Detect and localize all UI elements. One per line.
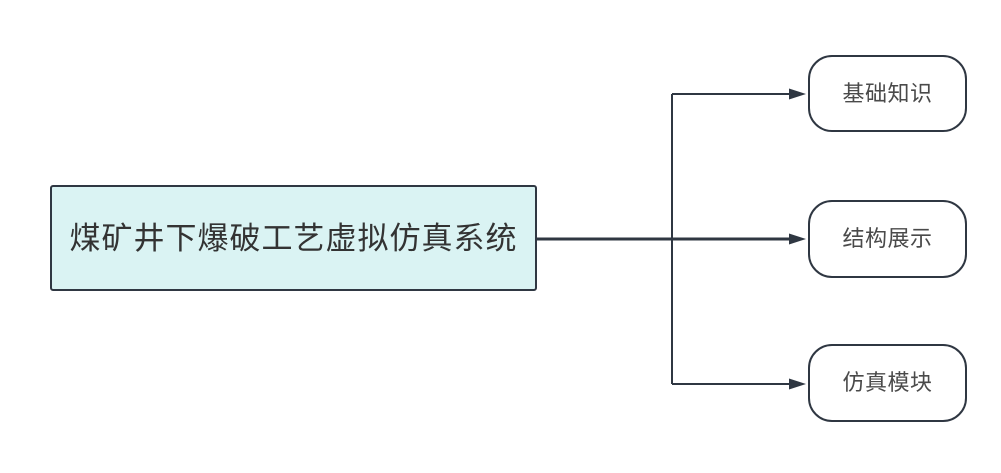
node-structure-display: 结构展示: [808, 200, 967, 278]
arrowhead-top-icon: [789, 88, 806, 100]
arrowhead-bottom-icon: [789, 378, 806, 390]
node-simulation-module: 仿真模块: [808, 344, 967, 422]
node-structure-display-label: 结构展示: [842, 226, 933, 251]
arrowhead-middle-icon: [789, 233, 806, 245]
root-node: 煤矿井下爆破工艺虚拟仿真系统: [50, 185, 537, 291]
node-basic-knowledge: 基础知识: [808, 55, 967, 132]
node-simulation-module-label: 仿真模块: [842, 370, 933, 395]
root-node-label: 煤矿井下爆破工艺虚拟仿真系统: [69, 220, 518, 256]
node-basic-knowledge-label: 基础知识: [842, 80, 933, 106]
